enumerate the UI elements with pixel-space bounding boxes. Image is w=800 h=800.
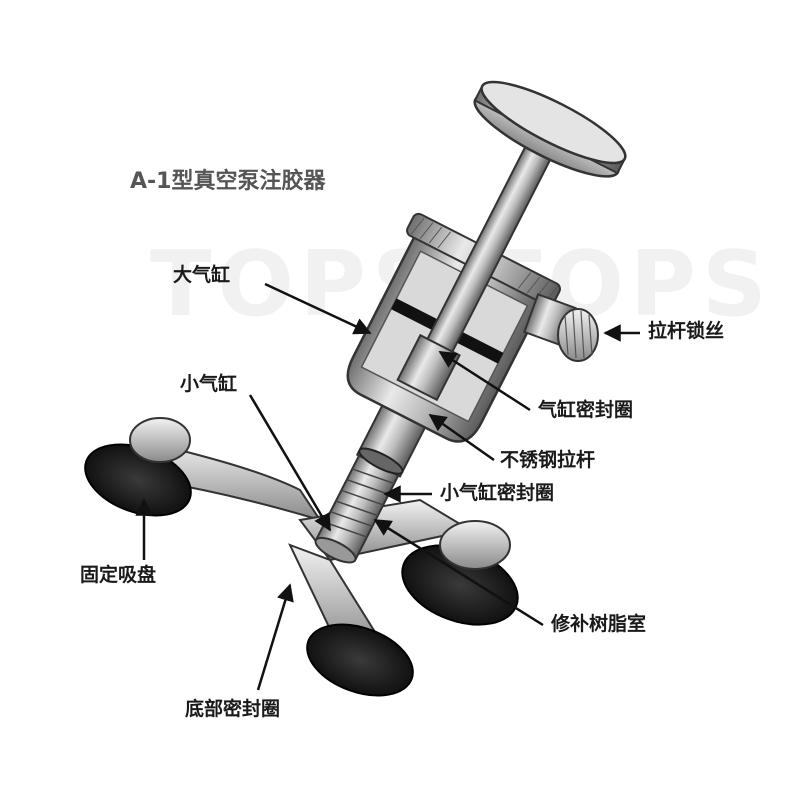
label-rod-lock: 拉杆锁丝	[648, 320, 725, 342]
label-stainless-rod: 不锈钢拉杆	[500, 449, 596, 471]
suction-cup-left	[84, 417, 192, 517]
suction-cup-right	[401, 520, 519, 626]
label-cylinder-seal: 气缸密封圈	[538, 399, 634, 421]
label-resin-chamber: 修补树脂室	[551, 613, 647, 635]
suction-cup-bottom	[306, 623, 414, 697]
rod-lock-screw	[523, 293, 599, 362]
label-bottom-seal: 底部密封圈	[185, 698, 281, 720]
label-small-cylinder-seal: 小气缸密封圈	[440, 482, 555, 504]
diagram-title: A-1型真空泵注胶器	[130, 169, 326, 194]
leader-lines	[135, 282, 640, 691]
label-large-cylinder: 大气缸	[173, 264, 231, 286]
label-small-cylinder: 小气缸	[180, 373, 238, 395]
label-suction-cup: 固定吸盘	[80, 564, 157, 586]
base-frame	[138, 438, 473, 652]
